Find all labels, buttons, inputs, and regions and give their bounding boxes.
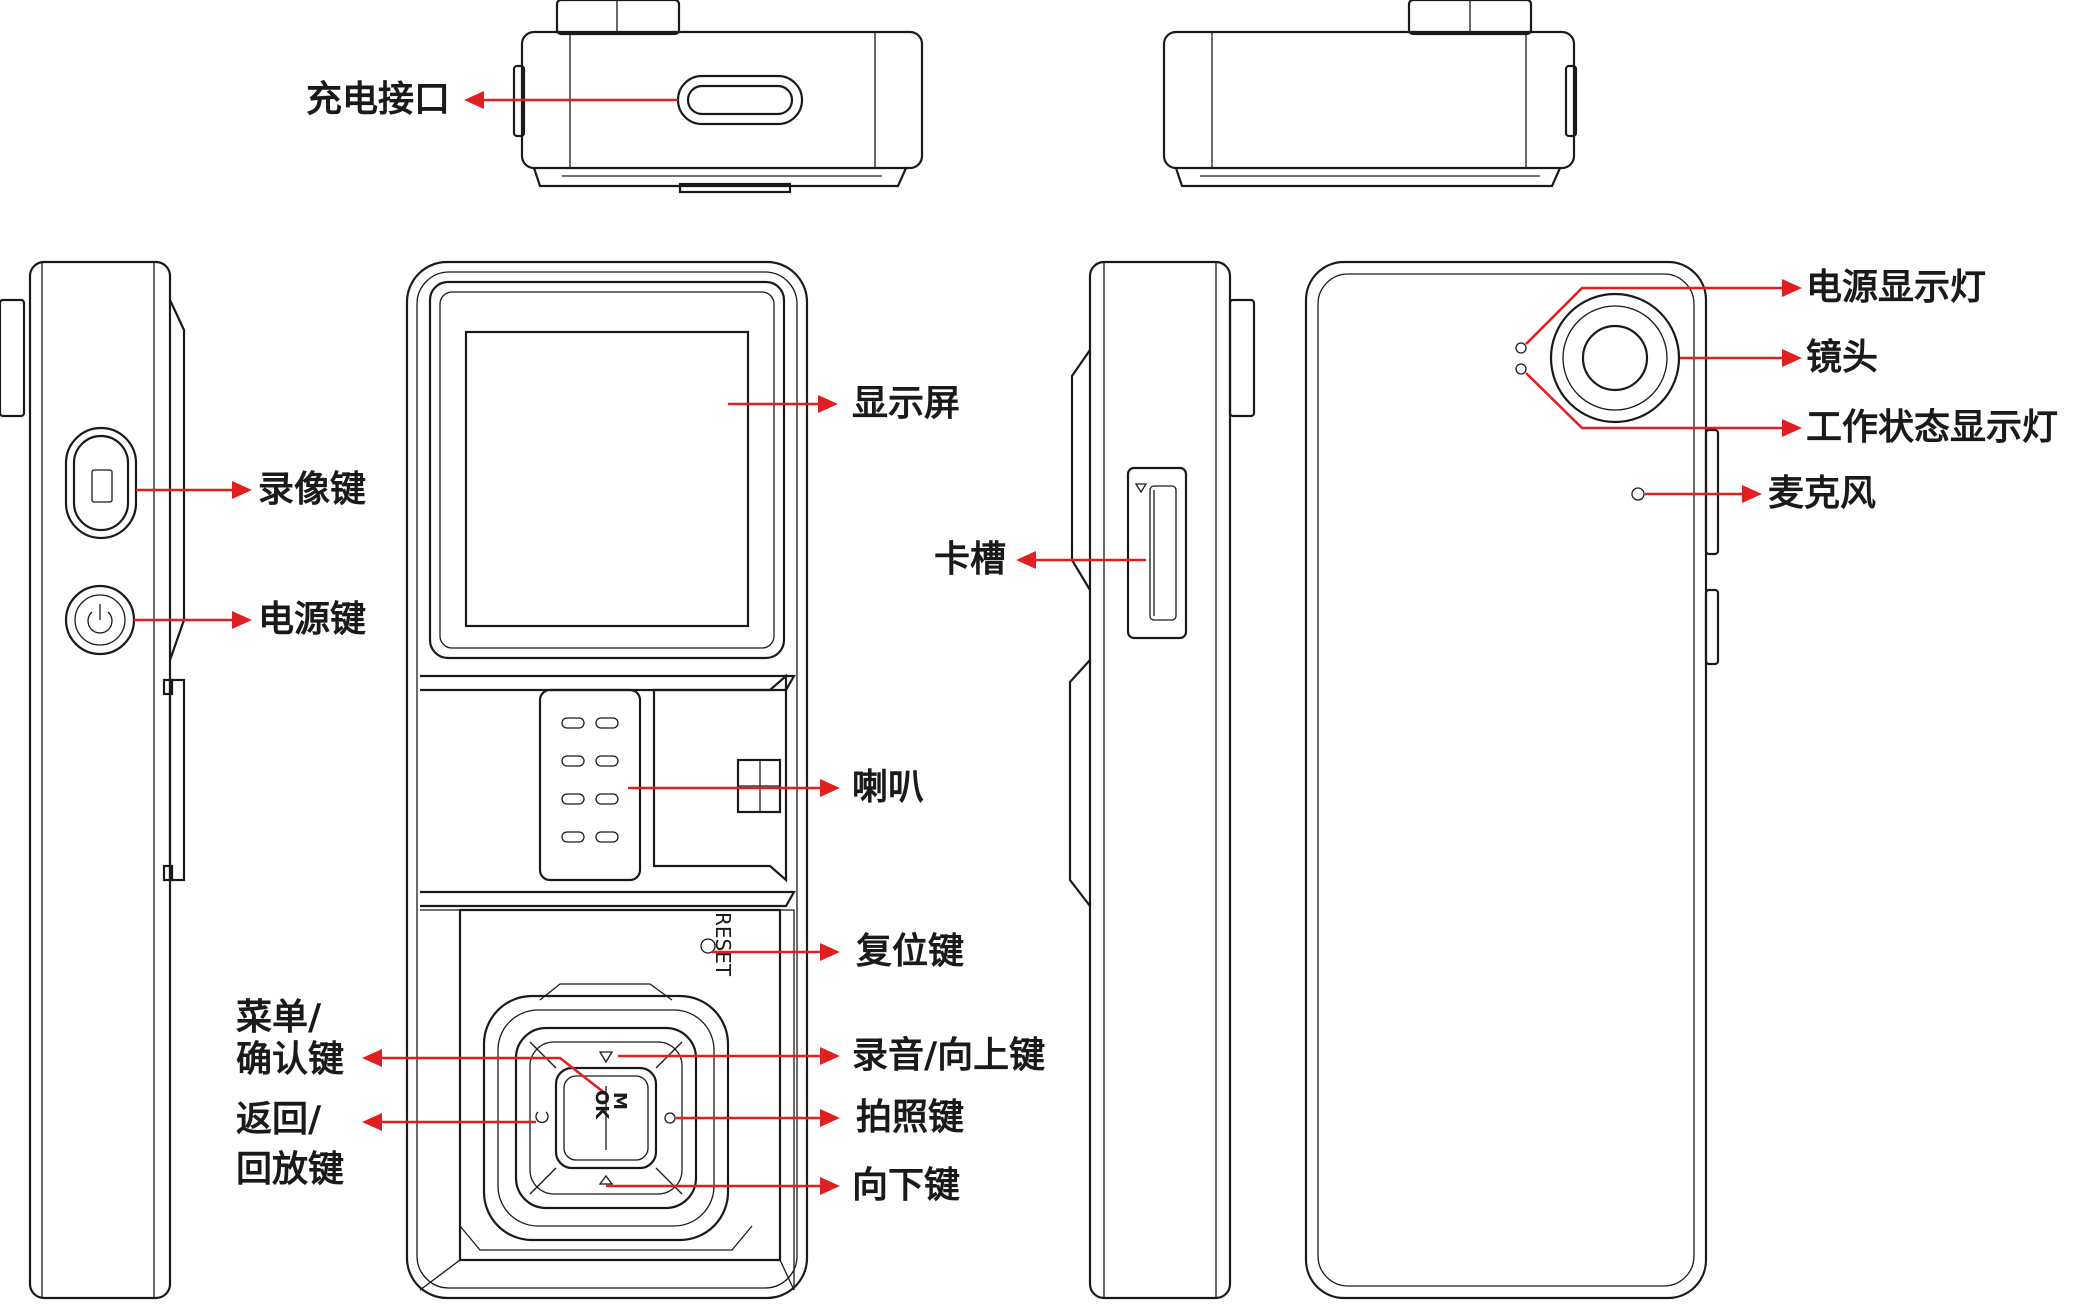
reset-text: RESET [711, 912, 735, 977]
label-record-audio-up: 录音/向上键 [852, 1035, 1046, 1076]
callout-arrows [134, 91, 1802, 1195]
mic-hole [1631, 487, 1645, 501]
label-microphone: 麦克风 [1768, 473, 1877, 514]
record-video-button-shape [64, 426, 138, 540]
power-led-dot [1515, 342, 1527, 354]
label-power-led: 电源显示灯 [1806, 267, 1987, 308]
label-reset-key: 复位键 [856, 931, 965, 972]
label-card-slot: 卡槽 [934, 539, 1007, 580]
label-lens: 镜头 [1806, 337, 1879, 378]
right-side-view [1068, 260, 1256, 1300]
center-ok-key [554, 1066, 658, 1170]
speaker-grille [538, 688, 642, 882]
ok-key-text: OK [591, 1090, 612, 1120]
label-down-key: 向下键 [852, 1165, 961, 1206]
label-work-led: 工作状态显示灯 [1806, 407, 2059, 448]
menu-key-text: M [609, 1092, 630, 1110]
label-photo-key: 拍照键 [856, 1097, 965, 1138]
label-power-key: 电源键 [258, 599, 367, 640]
left-side-view [0, 260, 186, 1300]
charge-port-shape [676, 74, 804, 126]
label-speaker: 喇叭 [852, 767, 925, 808]
label-menu-confirm-line1: 菜单/ [236, 997, 322, 1038]
top-view-plain [1162, 0, 1578, 188]
back-view [1304, 260, 1720, 1300]
top-view-charging [512, 0, 924, 194]
label-back-line1: 返回/ [236, 1099, 322, 1140]
label-menu-confirm-line2: 确认键 [236, 1039, 345, 1080]
label-charge-port: 充电接口 [306, 79, 451, 120]
label-display: 显示屏 [852, 383, 961, 424]
lens-shape [1549, 292, 1681, 424]
front-view [405, 260, 809, 1300]
card-slot-shape [1126, 466, 1188, 640]
work-led-dot [1515, 363, 1527, 375]
label-record-video: 录像键 [258, 469, 367, 510]
display-screen [464, 330, 750, 628]
reset-hole [700, 938, 716, 954]
label-back-line2: 回放键 [236, 1149, 345, 1190]
